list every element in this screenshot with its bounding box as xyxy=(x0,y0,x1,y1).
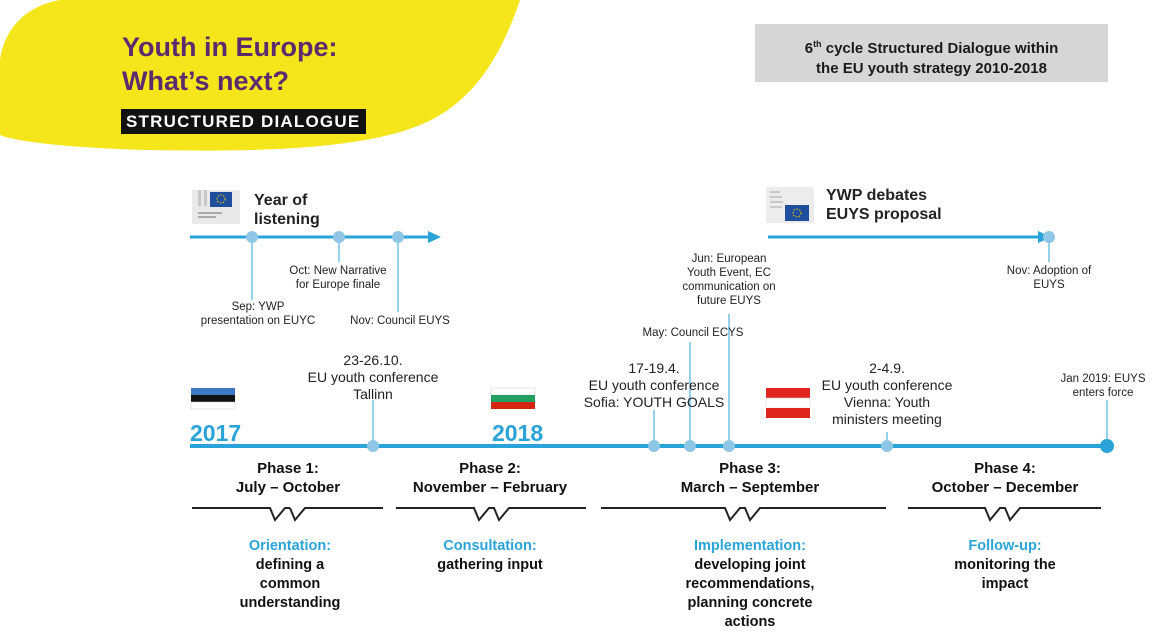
timeline-dot xyxy=(723,440,735,452)
bulgaria-flag xyxy=(490,387,536,409)
phase-3-header: Phase 3: March – September xyxy=(680,460,820,496)
timeline-dot xyxy=(648,440,660,452)
phase-2-header: Phase 2: November – February xyxy=(412,460,568,496)
title-line-2: What’s next? xyxy=(122,66,290,96)
phase-1-header: Phase 1: July – October xyxy=(235,460,341,496)
conference-sofia: 17-19.4. EU youth conference Sofia: YOUT… xyxy=(583,360,725,410)
phase-2-goal: Consultation: gathering input xyxy=(437,538,543,573)
event-may-council: May: Council ECYS xyxy=(642,327,744,339)
phase-4-goal: Follow-up: monitoring the impact xyxy=(954,538,1056,592)
phase-4-header: Phase 4: October – December xyxy=(931,460,1079,496)
event-dot xyxy=(333,231,345,243)
phase-brackets xyxy=(192,507,1101,522)
cycle-info-box: 6th cycle Structured Dialogue within the… xyxy=(755,24,1108,82)
european-commission-logo xyxy=(766,187,814,223)
structured-dialogue-label: STRUCTURED DIALOGUE xyxy=(121,109,367,134)
year-2018-label: 2018 xyxy=(492,420,544,446)
cycle-line-2: the EU youth strategy 2010-2018 xyxy=(816,60,1047,77)
ywp-debates-heading: YWP debates EUYS proposal xyxy=(826,187,942,223)
event-dot xyxy=(246,231,258,243)
event-nov-adoption: Nov: Adoption of EUYS xyxy=(1006,265,1092,291)
event-sep-ywp: Sep: YWP presentation on EUYC xyxy=(200,301,316,327)
listening-arrow-head xyxy=(428,231,441,243)
event-jun-european-youth-event: Jun: European Youth Event, EC communicat… xyxy=(682,253,776,307)
page-title: Youth in Europe: What’s next? xyxy=(122,30,337,98)
event-dot xyxy=(1043,231,1055,243)
year-2017-label: 2017 xyxy=(190,420,242,446)
conference-vienna: 2-4.9. EU youth conference Vienna: Youth… xyxy=(821,360,953,427)
timeline-dot xyxy=(881,440,893,452)
event-jan-2019: Jan 2019: EUYS enters force xyxy=(1060,373,1146,399)
timeline-dot xyxy=(1100,439,1114,453)
conference-tallinn: 23-26.10. EU youth conference Tallinn xyxy=(307,352,439,402)
cycle-line-1: 6th cycle Structured Dialogue within xyxy=(804,39,1059,57)
year-of-listening-heading: Year of listening xyxy=(254,192,320,228)
event-oct-new-narrative: Oct: New Narrative for Europe finale xyxy=(289,265,387,291)
event-nov-council: Nov: Council EUYS xyxy=(350,315,450,327)
phase-1-goal: Orientation: defining a common understan… xyxy=(239,538,341,611)
european-commission-logo xyxy=(192,190,240,224)
event-dot xyxy=(392,231,404,243)
estonia-flag xyxy=(190,388,236,410)
title-line-1: Youth in Europe: xyxy=(122,32,338,62)
phase-3-goal: Implementation: developing joint recomme… xyxy=(685,538,815,630)
timeline-dot xyxy=(367,440,379,452)
austria-flag xyxy=(765,388,811,418)
timeline-dot xyxy=(684,440,696,452)
